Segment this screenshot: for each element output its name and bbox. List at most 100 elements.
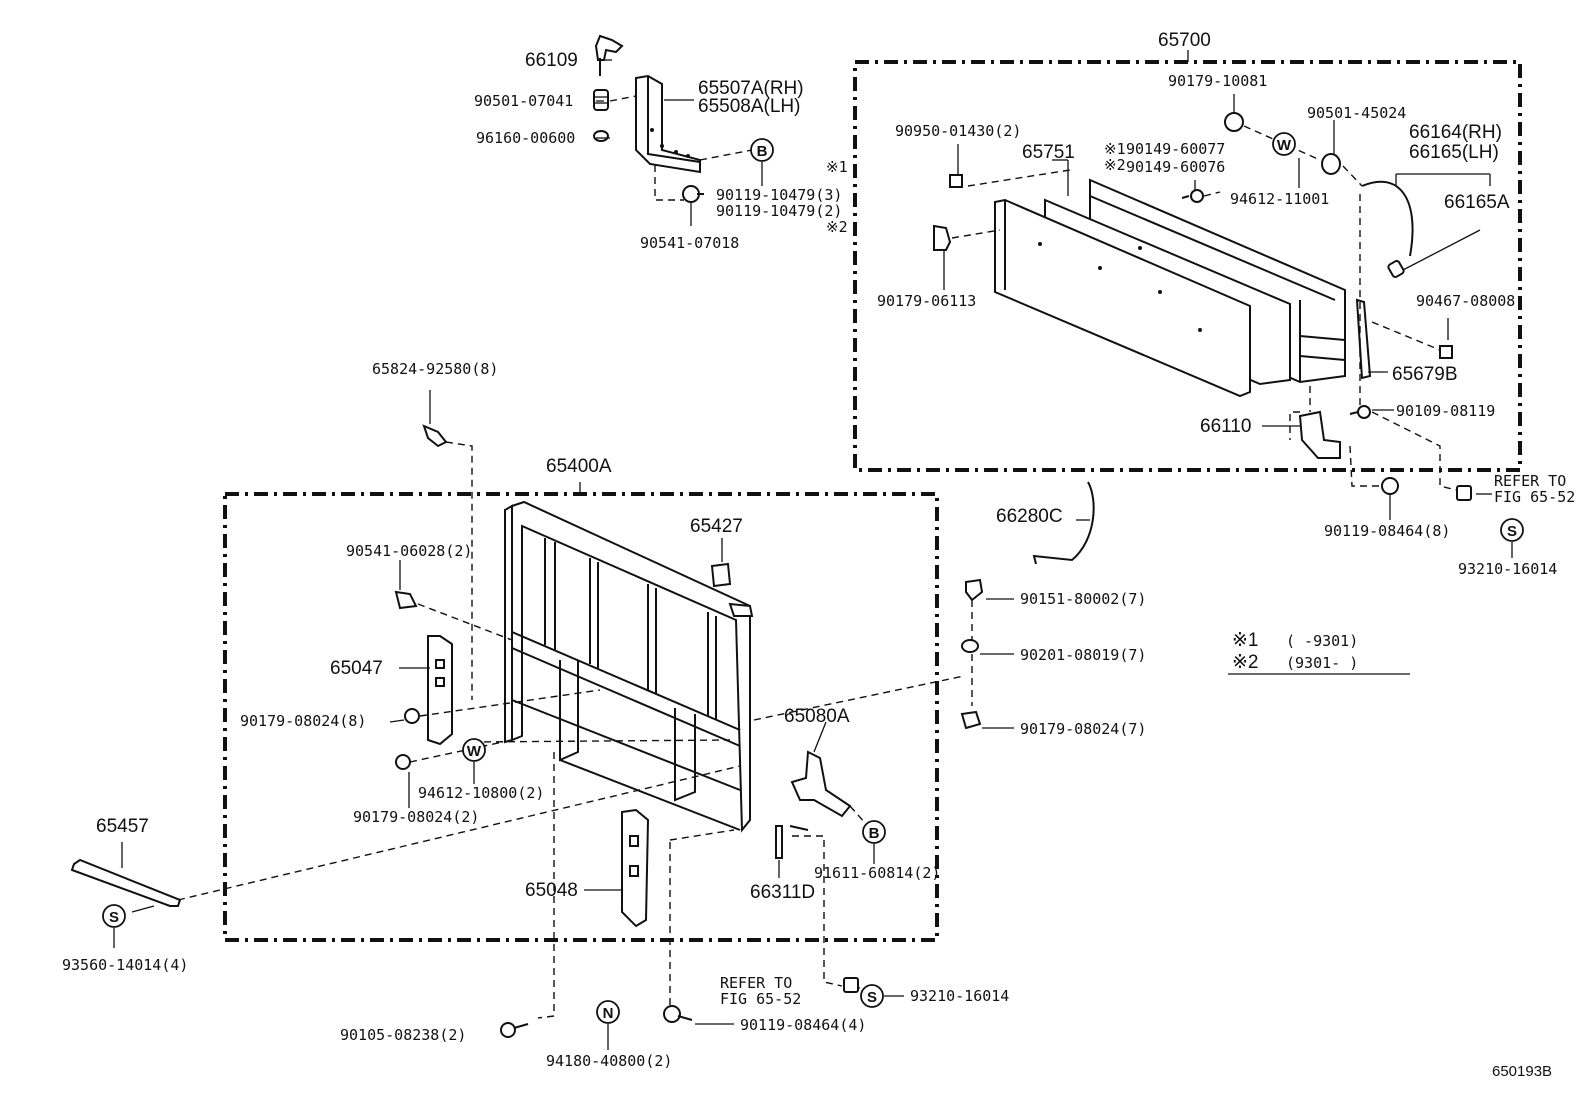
symbol-W-bottom: W — [462, 738, 486, 762]
label-65400A: 65400A — [546, 456, 612, 477]
legend-mark-1: ※1 — [1232, 630, 1259, 651]
part-65457-rail — [70, 858, 182, 907]
label-90179-06113: 90179-06113 — [877, 292, 976, 310]
label-96160-00600: 96160-00600 — [476, 129, 575, 147]
part-90179-06113-clamp — [933, 224, 952, 251]
label-65457: 65457 — [96, 816, 149, 837]
label-90149-60077: 90149-60077 — [1126, 140, 1225, 158]
label-90179-08024-8: 90179-08024(8) — [240, 712, 366, 730]
part-90950-clip — [949, 174, 963, 188]
label-90149-60076: 90149-60076 — [1126, 158, 1225, 176]
part-65080A-stopper — [790, 750, 852, 818]
label-65507A: 65507A(RH) — [698, 78, 804, 99]
assembly-box-65400A — [223, 492, 939, 942]
part-refer-clip-bottom — [843, 977, 859, 993]
part-66280C-rod — [1032, 481, 1095, 565]
label-90179-08024-7: 90179-08024(7) — [1020, 720, 1146, 738]
label-90119-08464-8: 90119-08464(8) — [1324, 522, 1450, 540]
refer-to-top-2: FIG 65-52 — [1494, 488, 1575, 506]
part-90501-07041-bushing — [593, 89, 609, 111]
label-66109: 66109 — [525, 50, 578, 71]
star1-note-a: ※1 — [826, 158, 848, 176]
label-90105-08238: 90105-08238(2) — [340, 1026, 466, 1044]
part-90109-bolt — [1349, 405, 1371, 419]
part-90201-washer — [961, 639, 979, 653]
symbol-N-bottom: N — [596, 1000, 620, 1024]
part-refer-clip-top — [1456, 485, 1472, 501]
part-66311D-pin — [775, 825, 783, 859]
refer-to-bottom-1: REFER TO — [720, 974, 792, 992]
label-65080A: 65080A — [784, 706, 850, 727]
label-93210-16014-top: 93210-16014 — [1458, 560, 1557, 578]
part-gate-outer-panel — [994, 198, 1251, 398]
part-90541-06028-grommet — [394, 590, 418, 610]
label-93560-14014: 93560-14014(4) — [62, 956, 188, 974]
star1-note-b: ※1 — [1104, 140, 1126, 158]
star2-note-a: ※2 — [826, 218, 848, 236]
label-66280C: 66280C — [996, 506, 1063, 527]
label-65751: 65751 — [1022, 142, 1075, 163]
symbol-S-top: S — [1500, 518, 1524, 542]
legend: ※1 ( -9301) ※2 (9301- ) — [1228, 630, 1410, 675]
part-66109-pin — [594, 34, 624, 76]
label-90119-08464-4: 90119-08464(4) — [740, 1016, 866, 1034]
part-90119-08464-4-bolt — [663, 1005, 693, 1023]
label-90501-07041: 90501-07041 — [474, 92, 573, 110]
label-66165: 66165(LH) — [1409, 142, 1499, 163]
label-65679B: 65679B — [1392, 364, 1458, 385]
label-90201-08019: 90201-08019(7) — [1020, 646, 1146, 664]
label-93210-16014-bottom: 93210-16014 — [910, 987, 1009, 1005]
svg-text:B: B — [869, 825, 880, 842]
part-96160-washer — [593, 130, 609, 142]
part-90179-10081-nut — [1224, 112, 1244, 132]
label-65048: 65048 — [525, 880, 578, 901]
label-65427: 65427 — [690, 516, 743, 537]
label-94612-10800: 94612-10800(2) — [418, 784, 544, 802]
label-90179-08024-2: 90179-08024(2) — [353, 808, 479, 826]
part-66165A-cap — [1387, 260, 1405, 278]
symbol-S-bottom: S — [860, 984, 884, 1008]
symbol-W-top: W — [1272, 132, 1296, 156]
part-66110-latch — [1298, 410, 1341, 459]
label-94180-40800: 94180-40800(2) — [546, 1052, 672, 1070]
part-65507A-bracket — [635, 74, 701, 174]
star2-note-b: ※2 — [1104, 156, 1126, 174]
label-65047: 65047 — [330, 658, 383, 679]
label-90119-10479-2: 90119-10479(2) — [716, 202, 842, 220]
symbol-B-bottom: B — [862, 820, 886, 844]
label-66110: 66110 — [1200, 416, 1251, 437]
legend-text-1: ( -9301) — [1286, 632, 1358, 650]
label-66311D: 66311D — [750, 882, 815, 903]
refer-to-top-1: REFER TO — [1494, 472, 1566, 490]
part-90501-45024-bushing — [1321, 153, 1341, 175]
part-90151-clip — [965, 578, 984, 602]
part-66164-cable — [1361, 180, 1414, 257]
part-90179-08024-2-nut — [395, 754, 411, 770]
label-90541-07018: 90541-07018 — [640, 234, 739, 252]
label-90179-10081: 90179-10081 — [1168, 72, 1267, 90]
svg-text:S: S — [867, 989, 877, 1006]
label-90119-10479-3: 90119-10479(3) — [716, 186, 842, 204]
part-90541-07018-bolt — [682, 185, 704, 203]
label-90109-08119: 90109-08119 — [1396, 402, 1495, 420]
label-65700: 65700 — [1158, 30, 1211, 51]
svg-text:W: W — [467, 743, 482, 760]
part-65427-cap — [710, 562, 732, 588]
part-65824-clip — [422, 424, 448, 448]
refer-to-bottom-2: FIG 65-52 — [720, 990, 801, 1008]
legend-mark-2: ※2 — [1232, 652, 1259, 673]
label-90467-08008: 90467-08008 — [1416, 292, 1515, 310]
label-66164: 66164(RH) — [1409, 122, 1502, 143]
part-90179-08024-7-nut — [960, 710, 982, 730]
symbol-S-left: S — [102, 904, 126, 928]
part-65047-bracket — [427, 635, 453, 746]
label-91611-60814: 91611-60814(2) — [814, 864, 940, 882]
part-90119-08464-bolt-top — [1381, 477, 1399, 495]
part-65679B-hinge — [1355, 298, 1372, 380]
part-91611-bolt — [789, 825, 809, 831]
label-90541-06028: 90541-06028(2) — [346, 542, 472, 560]
label-90501-45024: 90501-45024 — [1307, 104, 1406, 122]
legend-text-2: (9301- ) — [1286, 654, 1358, 672]
